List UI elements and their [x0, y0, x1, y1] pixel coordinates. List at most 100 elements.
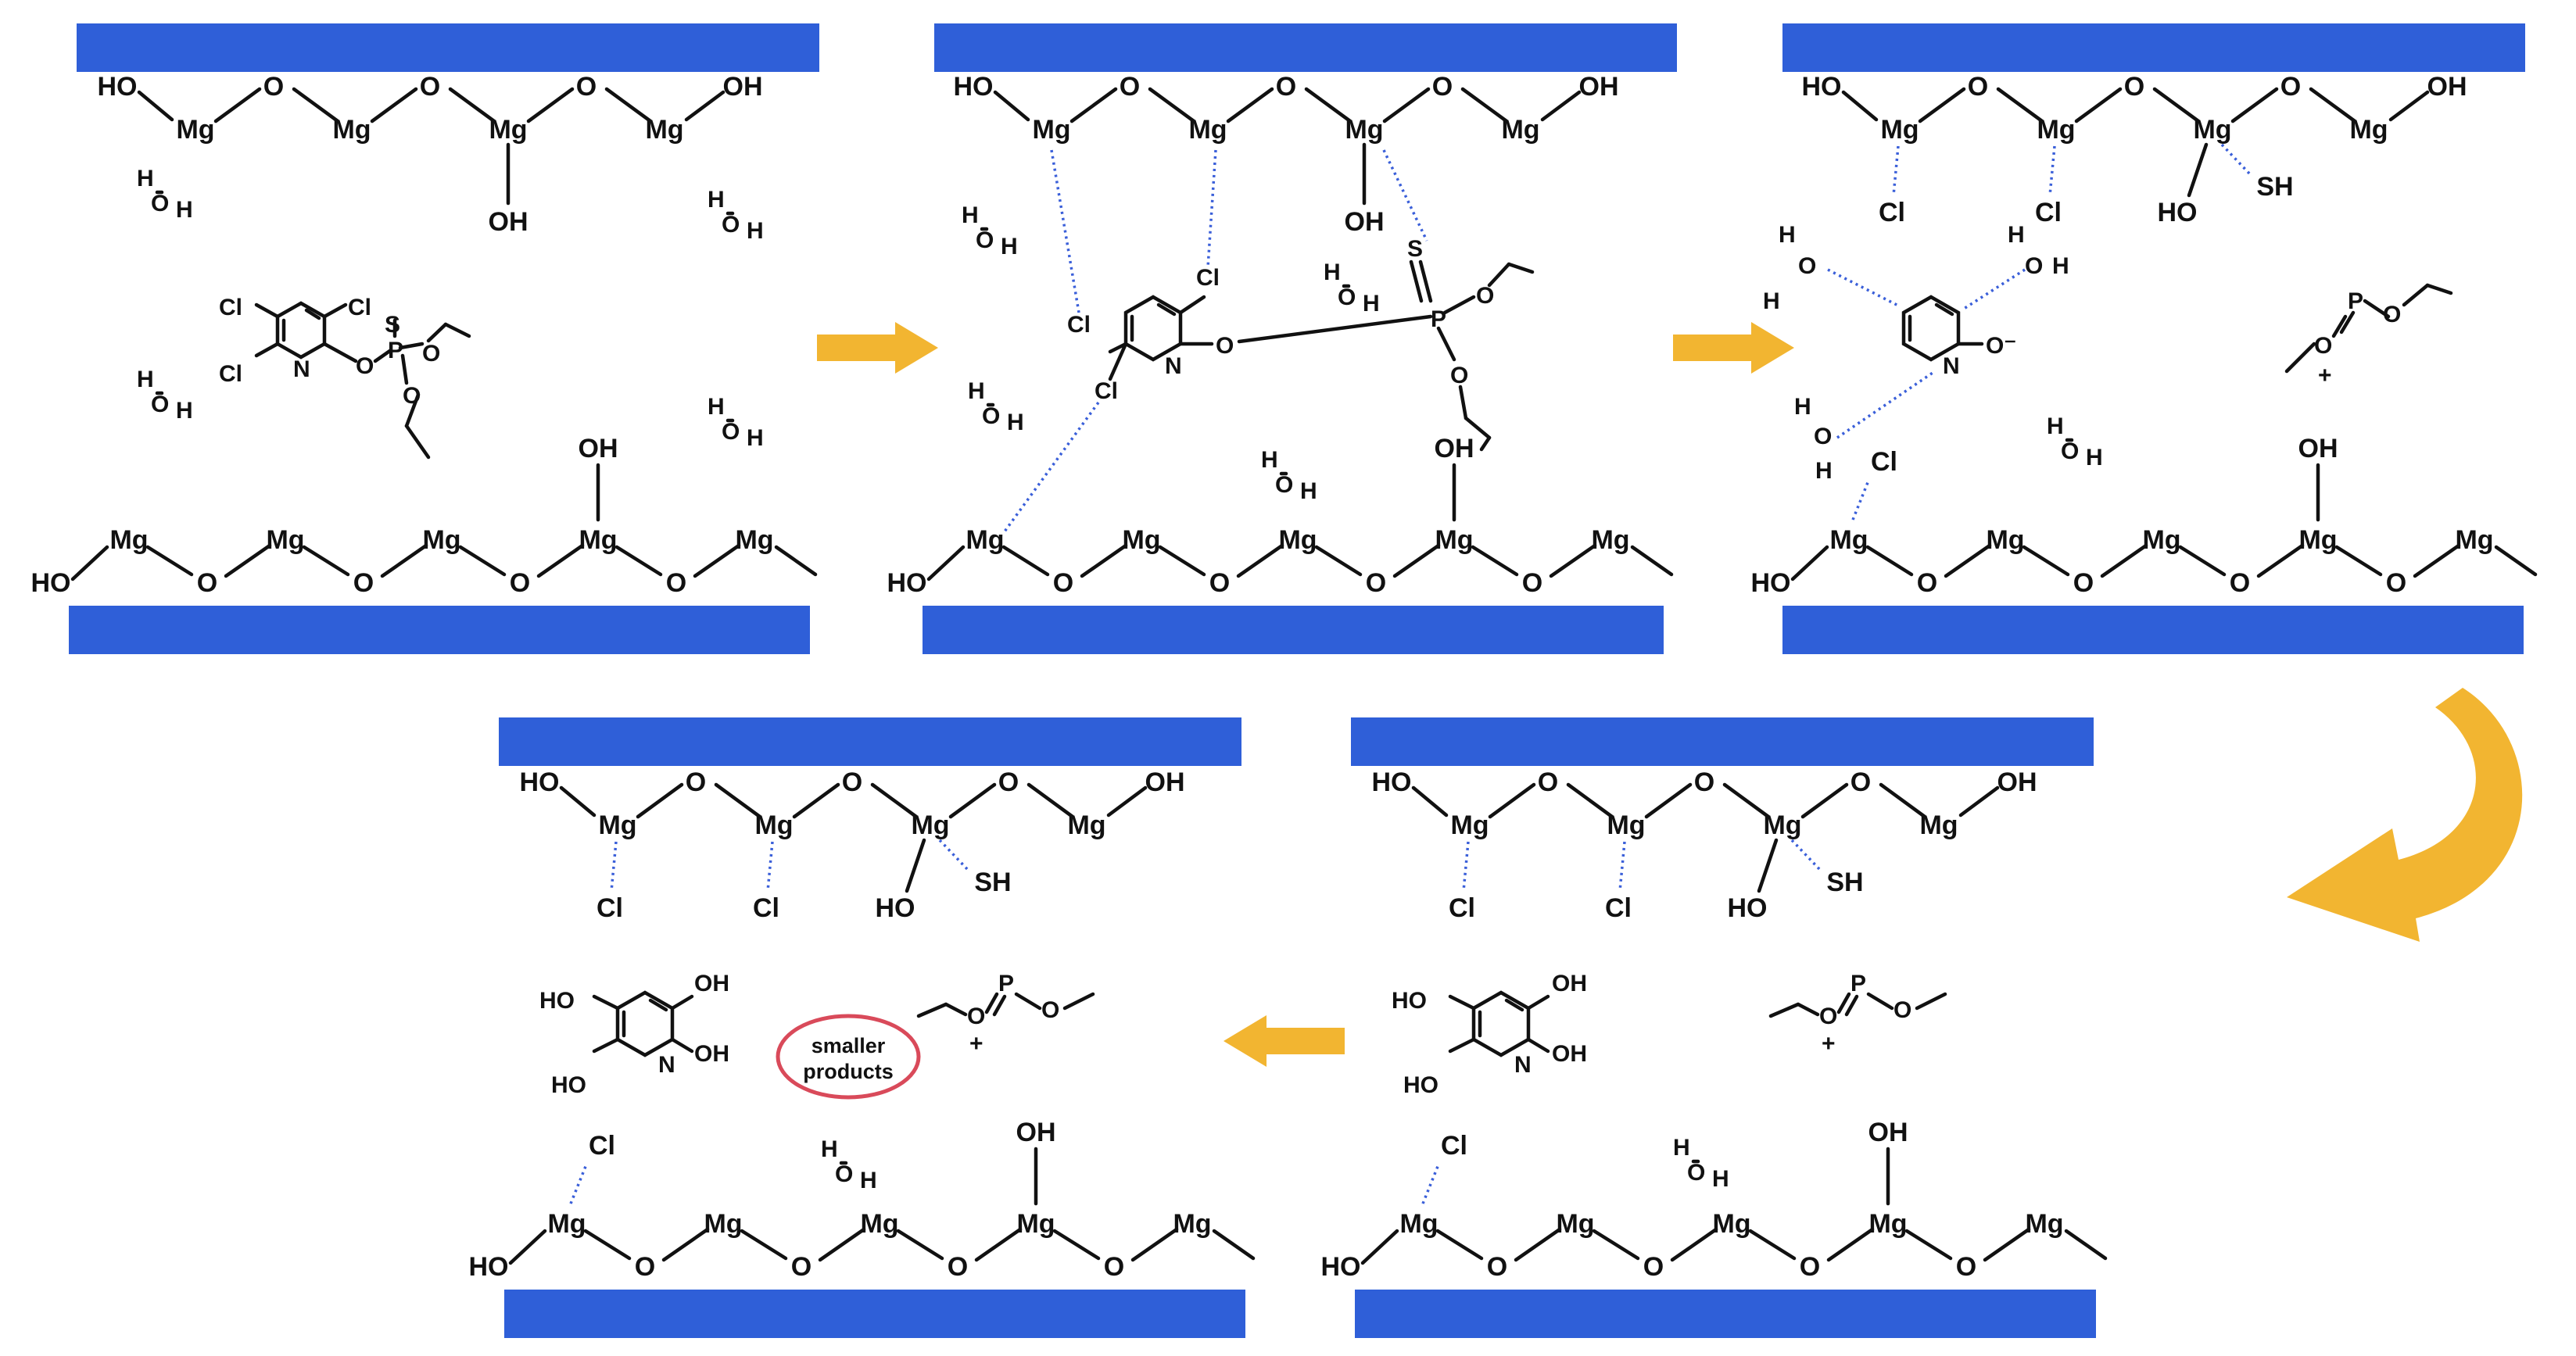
oh-label: OH: [1345, 207, 1385, 237]
bond: [1471, 545, 1519, 577]
water-molecule: [708, 187, 764, 244]
mg-label: Mg: [1032, 115, 1070, 145]
bond: [1488, 782, 1536, 819]
bond: [145, 545, 194, 577]
bond: [1841, 90, 1879, 122]
plus-label: +: [969, 1031, 983, 1057]
o-label: O: [1209, 568, 1230, 598]
bond: [1826, 1227, 1875, 1262]
mg-label: Mg: [2025, 1209, 2063, 1239]
bond: [1540, 90, 1582, 122]
bond: [1670, 1227, 1718, 1262]
bond: [1236, 543, 1284, 578]
oh-label: OH: [1997, 767, 2037, 797]
o-label: O: [1819, 1004, 1837, 1029]
panel-5: HO HO OH OH N O P O +: [1392, 971, 1947, 1192]
h-label: H: [1815, 458, 1833, 484]
water-molecule: [821, 1136, 877, 1193]
o-label: O: [948, 1252, 968, 1282]
mg-label: Mg: [2298, 525, 2337, 555]
water-molecule: [2047, 413, 2103, 470]
ho-label: HO: [954, 72, 994, 102]
mg-label: Mg: [860, 1209, 898, 1239]
hbond: [610, 841, 618, 892]
mg-label: Mg: [1868, 1209, 1907, 1239]
o-label: O: [2230, 568, 2250, 598]
o-label: O: [998, 767, 1019, 797]
hbond: [1421, 1164, 1440, 1204]
chlorpyrifos-molecule: Cl Cl Cl N O P S O O: [219, 295, 471, 460]
mg-label: Mg: [1399, 1209, 1438, 1239]
arrow-curved-down: [2287, 688, 2523, 942]
bond: [1566, 782, 1614, 819]
mg-label: Mg: [2349, 115, 2388, 145]
slab-top-2: [934, 23, 1677, 72]
slab-top-1: [77, 23, 819, 72]
n-label: N: [1514, 1052, 1532, 1078]
mg-label: Mg: [1501, 115, 1539, 145]
surface-chains: HOMgOMgOMgOMgOHHOMgOMgOMgOMgOMgOHOHHOMgO…: [31, 72, 2538, 1282]
bond: [2152, 87, 2201, 123]
o-label: O: [1120, 72, 1140, 102]
bond: [380, 543, 428, 578]
o-label: O: [1450, 363, 1468, 388]
slab-bottom-3: [1782, 606, 2524, 654]
slab-bottom-4: [504, 1290, 1245, 1338]
bond: [1148, 87, 1196, 123]
mg-label: Mg: [1435, 525, 1473, 555]
bond: [458, 545, 507, 577]
oh-label: OH: [1868, 1118, 1908, 1147]
o-label: O: [2025, 253, 2043, 279]
bond: [2178, 545, 2227, 577]
slab-bottom-2: [923, 606, 1664, 654]
bond: [292, 87, 340, 123]
bond: [1052, 1229, 1101, 1261]
n-label: N: [1165, 353, 1182, 379]
mg-label: Mg: [1556, 1209, 1594, 1239]
o-label: O: [842, 767, 862, 797]
waters-hbonded: H O H H O H H O H: [1763, 222, 2069, 484]
water-molecule: [137, 166, 193, 223]
oh-label: OH: [579, 434, 618, 463]
trihydroxypyridine: HO HO OH OH N: [1392, 971, 1587, 1098]
water-molecule: [1673, 1135, 1729, 1192]
mg-label: Mg: [1122, 525, 1160, 555]
chlorpyrifos-adsorbed: Cl Cl Cl N O P S O O: [1067, 236, 1535, 452]
bond: [1644, 782, 1693, 819]
cl-label: Cl: [1449, 893, 1475, 923]
mg-label: Mg: [735, 525, 773, 555]
mg-label: Mg: [176, 115, 214, 145]
mg-label: Mg: [1345, 115, 1383, 145]
bond: [526, 87, 575, 123]
arrow-right-1: [817, 322, 938, 374]
bond: [1630, 545, 1674, 577]
mg-label: Mg: [966, 525, 1004, 555]
bond: [1382, 87, 1431, 123]
bond: [1460, 87, 1509, 123]
bond: [818, 1227, 866, 1262]
bond: [1800, 782, 1849, 819]
ho-label: HO: [539, 988, 575, 1014]
bond: [536, 543, 585, 578]
bond: [1879, 782, 1927, 819]
n-label: N: [293, 356, 310, 382]
slab-top-3: [1782, 23, 2525, 72]
bond: [2074, 87, 2123, 123]
bond: [2256, 543, 2305, 578]
bond: [1360, 1229, 1399, 1265]
cl-label: Cl: [753, 893, 779, 923]
mg-label: Mg: [1986, 525, 2024, 555]
o-label: O: [422, 341, 440, 367]
ho-label: HO: [551, 1072, 586, 1098]
slab-top-5: [1351, 717, 2094, 766]
o-label: O: [1366, 568, 1386, 598]
slab-bottom-1: [69, 606, 810, 654]
mg-label: Mg: [1278, 525, 1317, 555]
o-label: O: [1432, 72, 1453, 102]
o-label: O: [1276, 72, 1296, 102]
bond: [636, 782, 684, 819]
oh-label: OH: [1552, 971, 1587, 996]
cl-label: Cl: [1871, 447, 1897, 477]
reaction-arrows: [817, 322, 2523, 1067]
phosphorus-cation: P O O +: [2284, 283, 2453, 388]
